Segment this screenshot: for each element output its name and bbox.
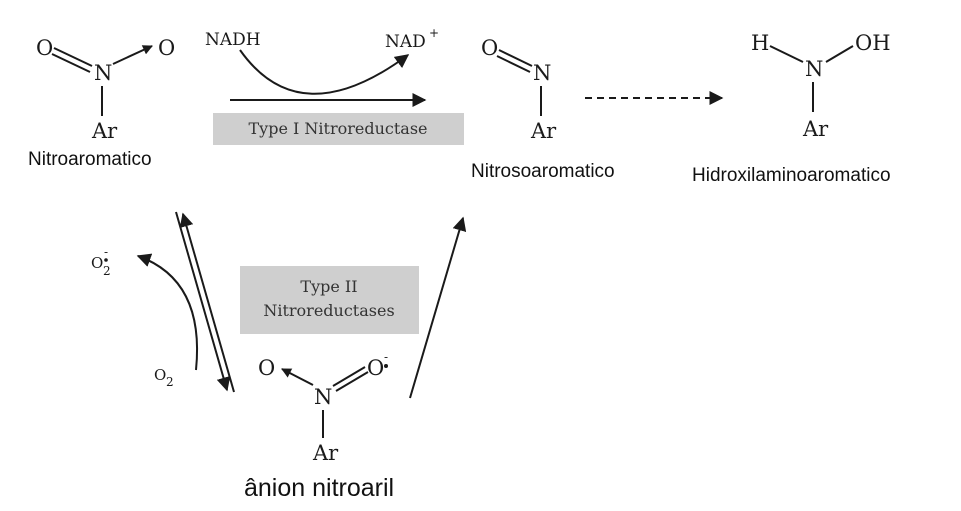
anion-o-left-atom: O <box>258 356 275 380</box>
nitroaromatic-structure: O N O Ar <box>36 36 175 143</box>
nitro-n-atom: N <box>94 61 112 85</box>
nitroaromatic-label: Nitroaromatico <box>28 149 152 170</box>
hydroxylaminoaromatic-label: Hidroxilaminoaromatico <box>692 165 891 186</box>
nitroso-double-bond-a <box>498 49 533 67</box>
nitro-o-right-atom: O <box>158 36 175 60</box>
nadh-to-nad-curved-arrow <box>239 49 410 95</box>
hydroxylamine-h-atom: H <box>751 31 769 55</box>
type1-enzyme-label: Type I Nitroreductase <box>248 119 427 138</box>
superoxide-charge: - <box>104 245 108 259</box>
superoxide-radical-dot <box>104 258 108 262</box>
type2-enzyme-label-line1: Type II <box>300 277 357 296</box>
anion-radical-dot <box>384 364 388 368</box>
radical-anion-structure: O N O - Ar <box>258 350 388 465</box>
hydroxylamine-h-bond <box>769 45 804 63</box>
nitroso-double-bond-b <box>496 55 531 73</box>
o2-label: O <box>154 366 166 384</box>
anion-charge: - <box>384 350 388 364</box>
nitroso-structure: O N Ar <box>481 36 557 143</box>
anion-double-bond-a <box>332 366 366 387</box>
nitro-ar-group: Ar <box>91 119 118 143</box>
hydroxylamine-ar-group: Ar <box>802 117 829 141</box>
nitrosoaromatic-label: Nitrosoaromatico <box>471 161 615 182</box>
hydroxylamine-oh-bond <box>825 45 854 63</box>
type2-enzyme-label-line2: Nitroreductases <box>263 301 394 320</box>
nitroso-n-atom: N <box>533 61 551 85</box>
hydroxylamine-oh-group: OH <box>855 31 891 55</box>
anion-dative-bond-arrow <box>281 368 314 386</box>
nitro-double-bond-a <box>53 47 93 67</box>
anion-to-nitroso-arrow <box>409 216 467 399</box>
nitroso-o-atom: O <box>481 36 498 60</box>
type2-enzyme-box <box>240 266 419 334</box>
nad-plus-charge: + <box>429 26 439 40</box>
nitro-dative-bond-arrow <box>112 45 153 65</box>
nitro-o-left-atom: O <box>36 36 53 60</box>
type2-reverse-arrow <box>179 212 235 393</box>
superoxide-label: O <box>91 254 103 272</box>
anion-ar-group: Ar <box>312 441 339 465</box>
nitro-double-bond-b <box>51 53 91 73</box>
hydroxylamine-structure: H N OH Ar <box>751 31 891 141</box>
nitroaryl-anion-label: ânion nitroaril <box>244 474 394 502</box>
superoxide-subscript: 2 <box>103 264 111 278</box>
hydroxylamine-n-atom: N <box>805 57 823 81</box>
type2-forward-arrow <box>175 211 231 392</box>
nad-plus-label: NAD <box>385 32 426 52</box>
nadh-label: NADH <box>205 30 261 50</box>
anion-double-bond-b <box>335 371 369 392</box>
type1-enzyme-box <box>213 113 464 145</box>
o2-subscript: 2 <box>166 375 174 389</box>
nitroso-ar-group: Ar <box>530 119 557 143</box>
anion-n-atom: N <box>314 385 332 409</box>
o2-to-superoxide-curved-arrow <box>136 253 198 371</box>
anion-o-right-atom: O <box>367 356 384 380</box>
